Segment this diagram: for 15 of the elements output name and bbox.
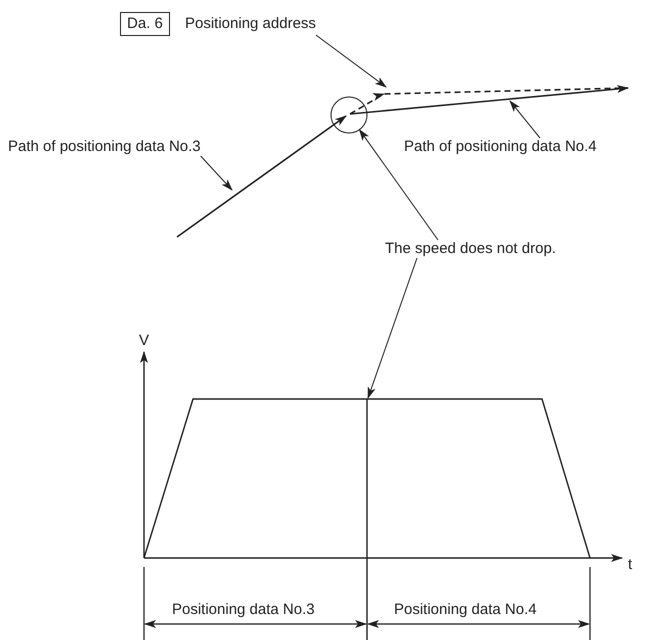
axis-label: V — [139, 332, 150, 350]
callout-text: Path of positioning data No.4 — [404, 138, 597, 156]
leader-line — [368, 258, 418, 399]
dimension-label: Positioning data No.4 — [394, 601, 537, 619]
dimension-label: Positioning data No.3 — [172, 601, 315, 619]
marker-circle — [330, 96, 368, 134]
callout-text: Path of positioning data No.3 — [8, 138, 201, 156]
leader-line — [200, 156, 233, 191]
callout-text: Positioning address — [185, 15, 316, 33]
axis-label: t — [628, 556, 632, 574]
leader-line — [315, 34, 387, 88]
parameter-box: Da. 6 — [120, 12, 170, 36]
leader-line — [509, 100, 540, 138]
leader-line — [358, 128, 438, 240]
callout-text: The speed does not drop. — [385, 240, 556, 258]
